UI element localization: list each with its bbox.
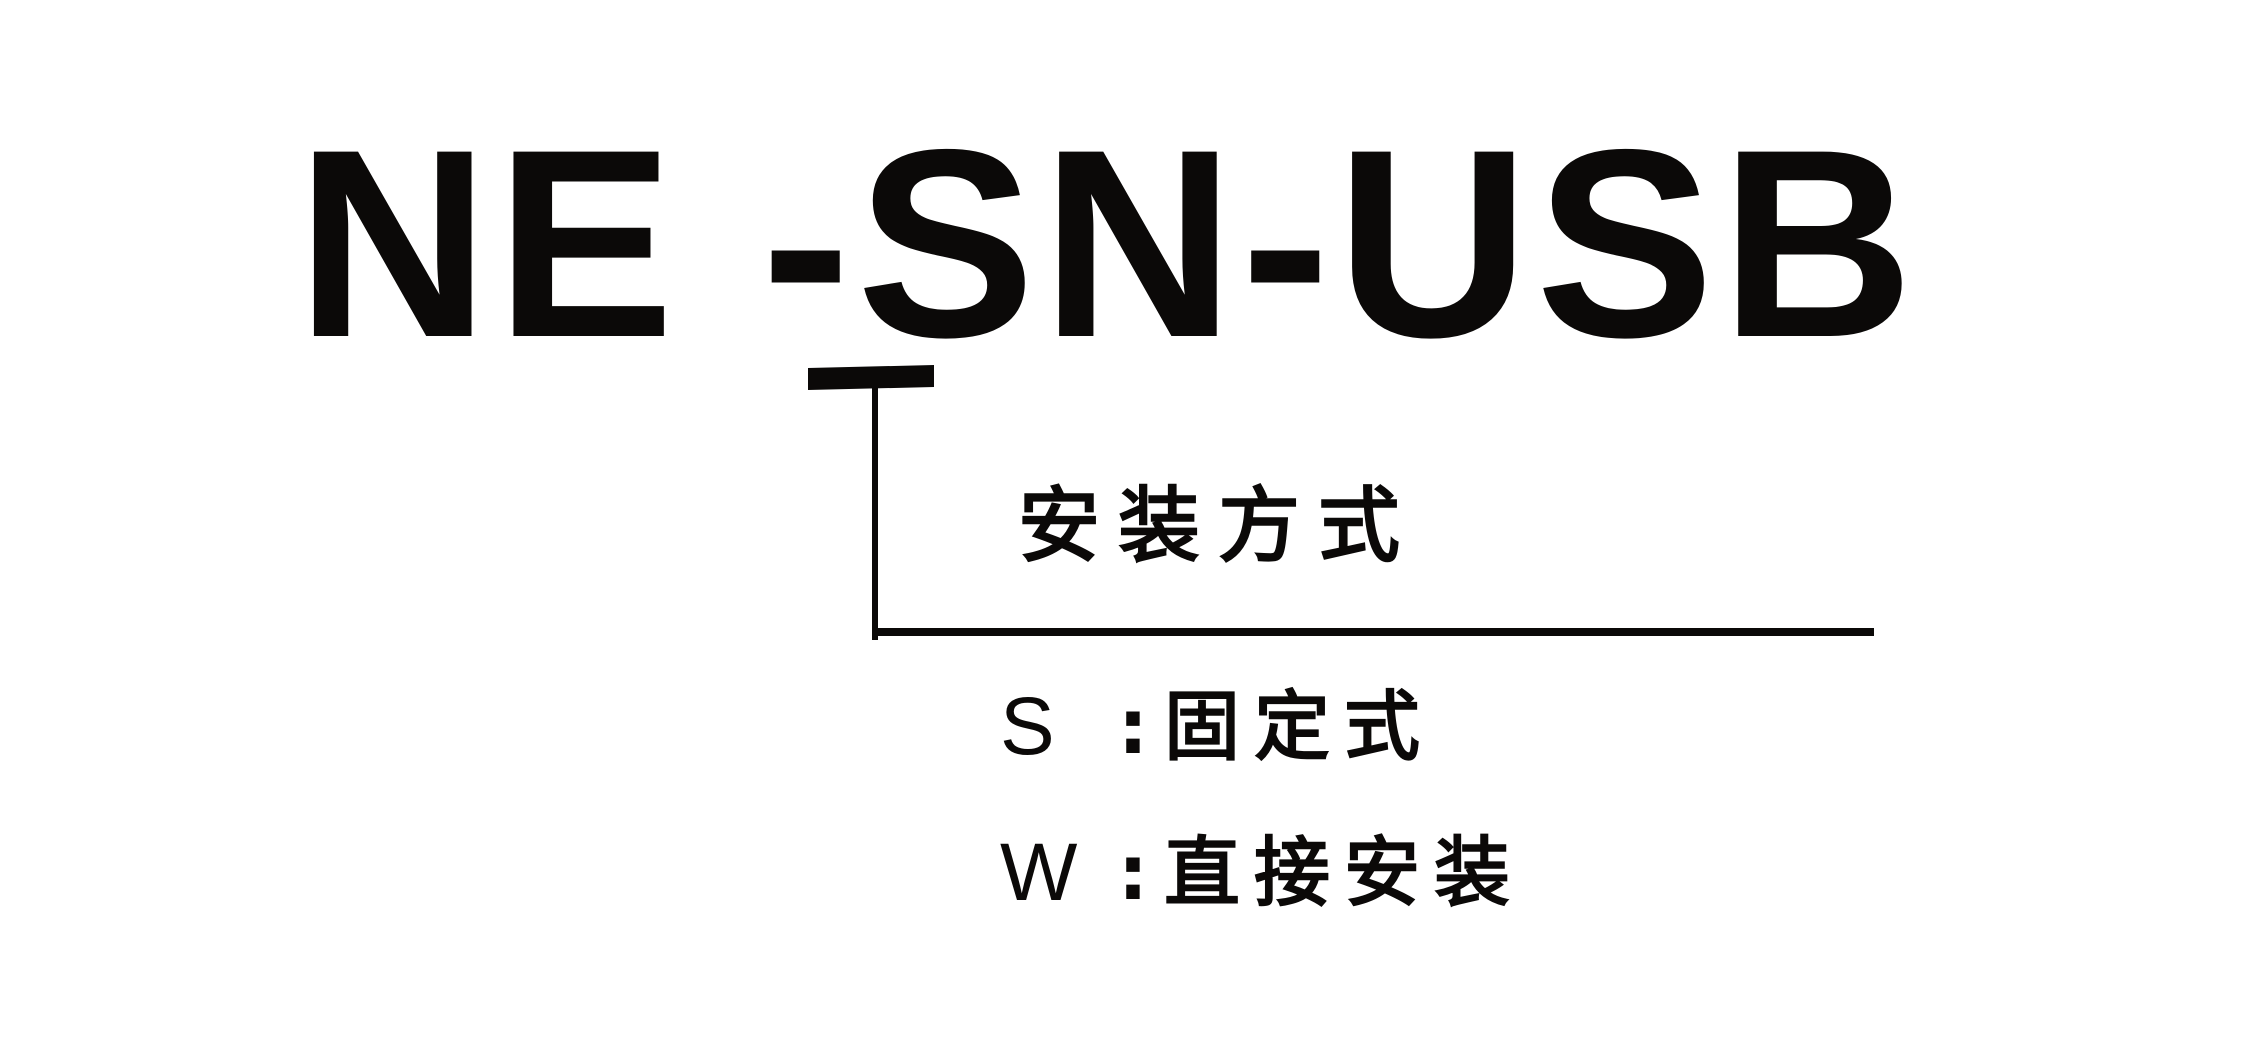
option-code: S: [1000, 681, 1055, 772]
model-prefix: NE: [296, 93, 681, 393]
underline-horizontal-line: [872, 628, 1874, 636]
model-suffix: USB: [1336, 93, 1920, 393]
option-fixed: S : 固定式: [1000, 686, 1434, 768]
option-description: 直接安装: [1164, 828, 1524, 917]
option-separator: :: [1117, 682, 1149, 771]
option-direct: W : 直接安装: [1000, 832, 1524, 914]
model-dash-2: -: [1240, 93, 1336, 393]
bracket-bar: [808, 365, 934, 390]
option-code: W: [1000, 827, 1078, 918]
option-separator: :: [1117, 828, 1149, 917]
install-method-title: 安装方式: [1018, 479, 1419, 574]
option-description: 固定式: [1164, 682, 1434, 771]
model-install-code: SN: [856, 93, 1241, 393]
model-dash-1: -: [761, 93, 857, 393]
model-code: NE - SN - USB: [296, 109, 1914, 377]
bracket-vertical-line: [872, 387, 878, 640]
